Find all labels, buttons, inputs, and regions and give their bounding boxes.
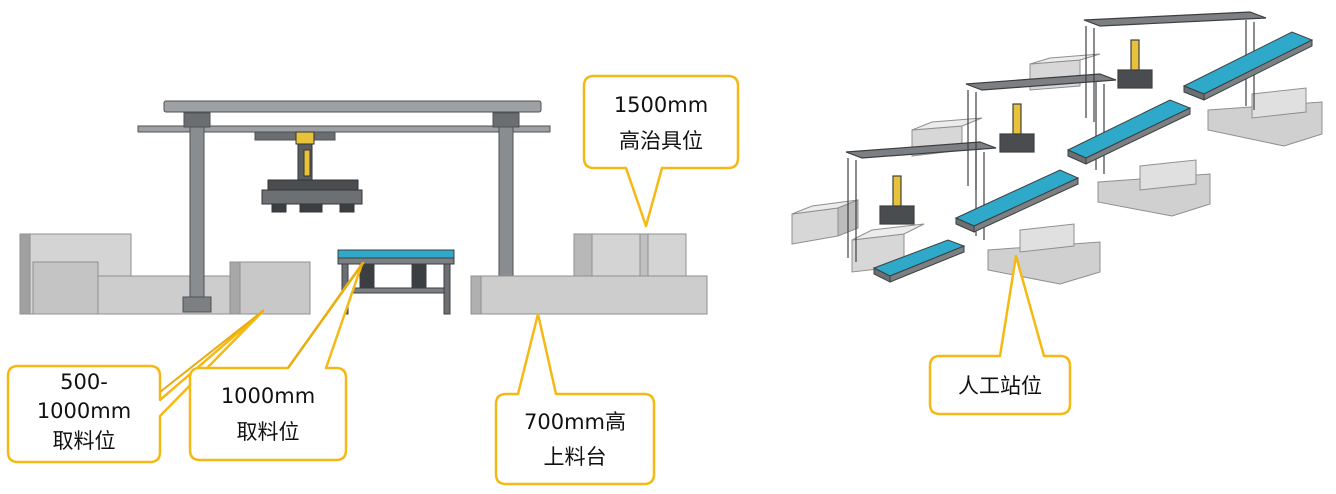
callout-pick-500-1000: 500- 1000mm 取料位 <box>6 309 265 464</box>
callout-feed-700: 700mm高 上料台 <box>494 312 656 486</box>
fixture-block-1500 <box>573 233 687 277</box>
callout-pick-500-1000-line3: 取料位 <box>53 429 116 453</box>
callout-pick-1000-line2: 取料位 <box>237 420 300 444</box>
iso-conveyors <box>872 31 1314 283</box>
callout-fixture-1500-line2: 高治具位 <box>619 129 703 153</box>
callout-pick-500-1000-line2: 1000mm <box>37 399 131 423</box>
feed-table-700 <box>470 275 708 315</box>
gantry-frame <box>137 100 551 313</box>
pick-conveyor-1000 <box>337 249 455 315</box>
robot-gripper <box>261 131 363 213</box>
callout-manual-station-line1: 人工站位 <box>958 374 1042 398</box>
callout-fixture-1500: 1500mm 高治具位 <box>582 74 740 228</box>
iso-gantry-3 <box>1083 11 1267 122</box>
callout-fixture-1500-line1: 1500mm <box>614 93 708 117</box>
callout-manual-station: 人工站位 <box>928 254 1072 416</box>
iso-blocks <box>791 53 1323 285</box>
callout-pick-1000: 1000mm 取料位 <box>188 261 365 462</box>
callout-pick-500-1000-line1: 500- <box>60 370 108 394</box>
callouts: 500- 1000mm 取料位 1000mm 取料位 700mm高 上料台 15… <box>6 74 1072 486</box>
callout-feed-700-line2: 上料台 <box>544 445 607 469</box>
front-elevation-view <box>19 100 708 315</box>
callout-pick-1000-line1: 1000mm <box>221 384 315 408</box>
iso-gantry-2 <box>965 73 1117 190</box>
callout-feed-700-line1: 700mm高 <box>524 410 626 434</box>
isometric-layout-view <box>791 11 1323 285</box>
pick-block-500-1000 <box>19 233 311 315</box>
